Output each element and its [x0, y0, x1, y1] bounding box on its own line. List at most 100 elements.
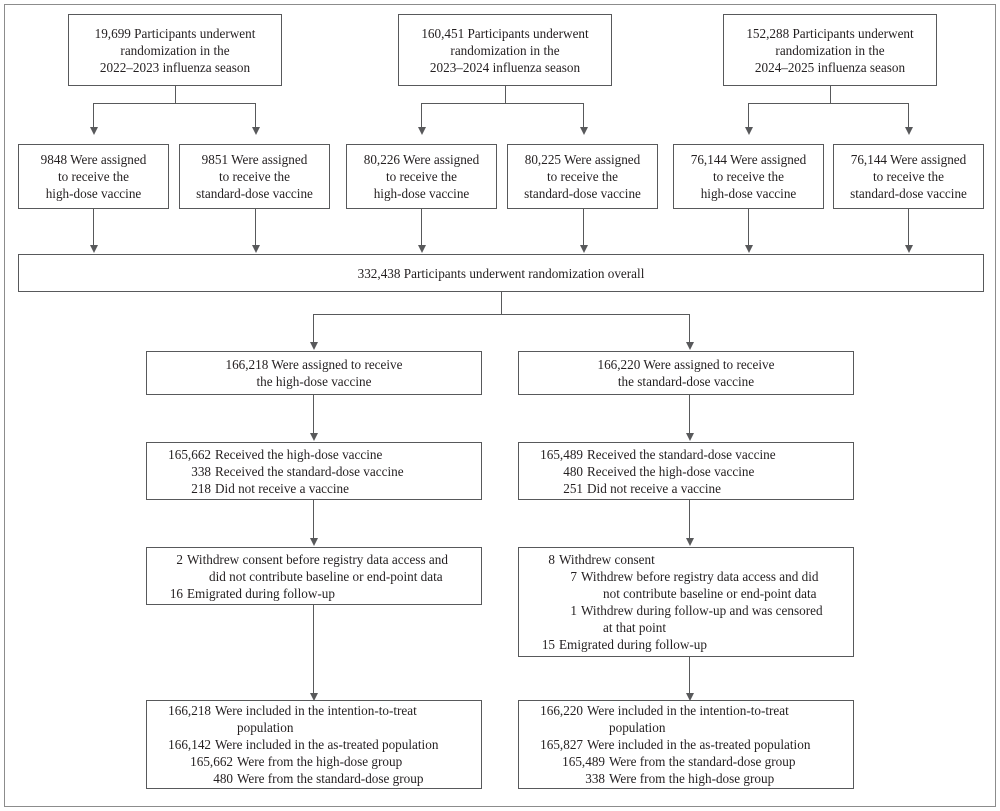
- arm-line: to receive the: [712, 169, 785, 184]
- connector-drop: [689, 314, 690, 342]
- arm-line: to receive the: [872, 169, 945, 184]
- population-text: Were included in the intention-to-treat: [215, 703, 417, 718]
- population-label: Were included in the intention-to-treat …: [215, 702, 475, 736]
- population-label: Were from the high-dose group: [237, 754, 403, 769]
- season-line: randomization in the: [450, 42, 560, 58]
- withdrawal-continuation: did not contribute baseline or end-point…: [209, 568, 443, 584]
- connector-drop: [93, 103, 94, 127]
- standard-dose-assigned-box: 166,220 Were assigned to receive the sta…: [518, 351, 854, 395]
- season-line: 19,699 Participants underwent: [94, 25, 256, 41]
- withdrawal-count: 2: [176, 551, 183, 567]
- received-label: Received the high-dose vaccine: [215, 446, 383, 462]
- connector-drop: [908, 103, 909, 127]
- connector-drop: [313, 500, 314, 538]
- arrow-head: [580, 127, 588, 135]
- season-box-2022-2023: 19,699 Participants underwent randomizat…: [68, 14, 282, 86]
- population-text: Were included in the intention-to-treat: [587, 703, 789, 718]
- connector-drop: [421, 103, 422, 127]
- arrow-head: [745, 127, 753, 135]
- arrow-head: [310, 342, 318, 350]
- arrow-head: [418, 127, 426, 135]
- arm-line: to receive the: [385, 169, 458, 184]
- connector-stem: [175, 86, 176, 103]
- connector-stem: [505, 86, 506, 103]
- withdrawal-count: 8: [548, 552, 555, 567]
- withdrawal-count: 1: [570, 603, 577, 618]
- overall-randomization-box: 332,438 Participants underwent randomiza…: [18, 254, 984, 292]
- connector-bar: [748, 103, 908, 104]
- standard-dose-population-box: 166,220 Were included in the intention-t…: [518, 700, 854, 789]
- connector-bar: [421, 103, 583, 104]
- arm-line: high-dose vaccine: [373, 186, 470, 201]
- arrow-head: [580, 245, 588, 253]
- connector-drop: [689, 657, 690, 693]
- connector-drop: [748, 103, 749, 127]
- standard-dose-withdrawal-box: 8 Withdrew consent 7 Withdrew before reg…: [518, 547, 854, 657]
- season-line: 2023–2024 influenza season: [429, 59, 581, 75]
- season-line: randomization in the: [120, 42, 230, 58]
- population-count: 166,218: [168, 703, 211, 718]
- received-label: Did not receive a vaccine: [587, 480, 721, 496]
- arrow-head: [418, 245, 426, 253]
- withdrawal-text: Withdrew before registry data access and…: [581, 569, 819, 584]
- connector-drop: [908, 209, 909, 245]
- season-line: 2022–2023 influenza season: [99, 59, 251, 75]
- received-row: 165,489 Received the standard-dose vacci…: [525, 446, 847, 463]
- season-line: 152,288 Participants underwent: [746, 25, 914, 41]
- connector-drop: [583, 209, 584, 245]
- population-label: Were included in the intention-to-treat …: [587, 702, 847, 736]
- arrow-head: [310, 693, 318, 701]
- season-line: randomization in the: [775, 42, 885, 58]
- high-dose-withdrawal-box: 2 Withdrew consent before registry data …: [146, 547, 482, 605]
- arm-line: 76,144 Were assigned: [850, 152, 967, 167]
- arm-line: 76,144 Were assigned: [690, 152, 807, 167]
- withdrawal-text: Withdrew during follow-up and was censor…: [581, 603, 823, 618]
- received-count: 480: [563, 463, 583, 479]
- population-row: 480 Were from the standard-dose group: [153, 770, 497, 787]
- connector-drop: [255, 103, 256, 127]
- withdrawal-continuation: at that point: [603, 620, 666, 635]
- arm-line: high-dose vaccine: [700, 186, 797, 201]
- high-dose-population-box: 166,218 Were included in the intention-t…: [146, 700, 482, 789]
- connector-stem: [830, 86, 831, 103]
- connector-bar: [93, 103, 255, 104]
- arm-line: standard-dose vaccine: [524, 186, 641, 201]
- received-row: 218 Did not receive a vaccine: [153, 480, 475, 497]
- population-row: 166,142 Were included in the as-treated …: [153, 736, 475, 753]
- arrow-head: [252, 127, 260, 135]
- population-continuation: population: [609, 720, 666, 735]
- withdrawal-row: 16 Emigrated during follow-up: [153, 585, 475, 602]
- withdrawal-row: 15 Emigrated during follow-up: [525, 636, 847, 653]
- arm-box-2022-standard-dose: 9851 Were assigned to receive the standa…: [179, 144, 330, 209]
- population-count: 480: [213, 771, 233, 786]
- withdrawal-count: 16: [169, 585, 183, 601]
- connector-drop: [689, 395, 690, 433]
- season-line: 160,451 Participants underwent: [421, 25, 589, 41]
- arrow-head: [686, 342, 694, 350]
- withdrawal-label: Withdrew before registry data access and…: [581, 568, 869, 602]
- arm-line: to receive the: [546, 169, 619, 184]
- arm-box-2022-high-dose: 9848 Were assigned to receive the high-d…: [18, 144, 169, 209]
- connector-drop: [748, 209, 749, 245]
- withdrawal-label: Withdrew consent before registry data ac…: [187, 551, 475, 585]
- received-count: 251: [563, 480, 583, 496]
- withdrawal-label: Withdrew consent: [559, 552, 655, 567]
- arrow-head: [90, 127, 98, 135]
- season-line: 2024–2025 influenza season: [754, 59, 906, 75]
- withdrawal-row: 2 Withdrew consent before registry data …: [153, 551, 475, 585]
- connector-stem: [501, 292, 502, 314]
- population-label: Were included in the as-treated populati…: [215, 737, 439, 752]
- arm-box-2024-high-dose: 76,144 Were assigned to receive the high…: [673, 144, 824, 209]
- high-dose-assigned-box: 166,218 Were assigned to receive the hig…: [146, 351, 482, 395]
- arm-line: to receive the: [218, 169, 291, 184]
- arrow-head: [905, 245, 913, 253]
- assigned-line: the standard-dose vaccine: [617, 374, 755, 389]
- arm-box-2023-standard-dose: 80,225 Were assigned to receive the stan…: [507, 144, 658, 209]
- arrow-head: [745, 245, 753, 253]
- withdrawal-label: Emigrated during follow-up: [559, 637, 707, 652]
- connector-drop: [313, 395, 314, 433]
- withdrawal-count: 15: [541, 637, 555, 652]
- withdrawal-row: 8 Withdrew consent: [525, 551, 847, 568]
- arrow-head: [252, 245, 260, 253]
